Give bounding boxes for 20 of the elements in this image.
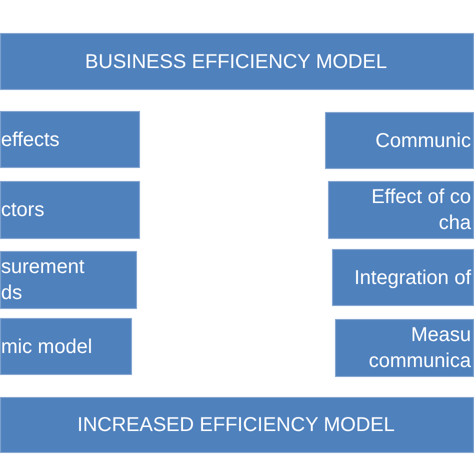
process-box [0, 251, 137, 309]
process-box [325, 112, 474, 169]
process-box [0, 318, 132, 375]
process-box [328, 181, 474, 239]
banner-box [0, 33, 474, 90]
box-label: Communic [375, 128, 472, 154]
box-label: surement ds [1, 255, 86, 306]
box-label: effects [1, 128, 61, 152]
box-label: Integration of [354, 266, 472, 290]
box-label: Measu communica [368, 323, 472, 374]
process-box [0, 111, 140, 168]
box-label: INCREASED EFFICIENCY MODEL [77, 413, 396, 438]
box-label: mic model [1, 334, 94, 360]
box-label: BUSINESS EFFICIENCY MODEL [85, 50, 388, 74]
banner-box [0, 397, 474, 453]
process-box [335, 319, 474, 377]
process-box [0, 181, 140, 239]
box-label: Effect of co cha [370, 185, 472, 236]
process-box [332, 249, 474, 306]
box-label: ctors [1, 198, 46, 223]
